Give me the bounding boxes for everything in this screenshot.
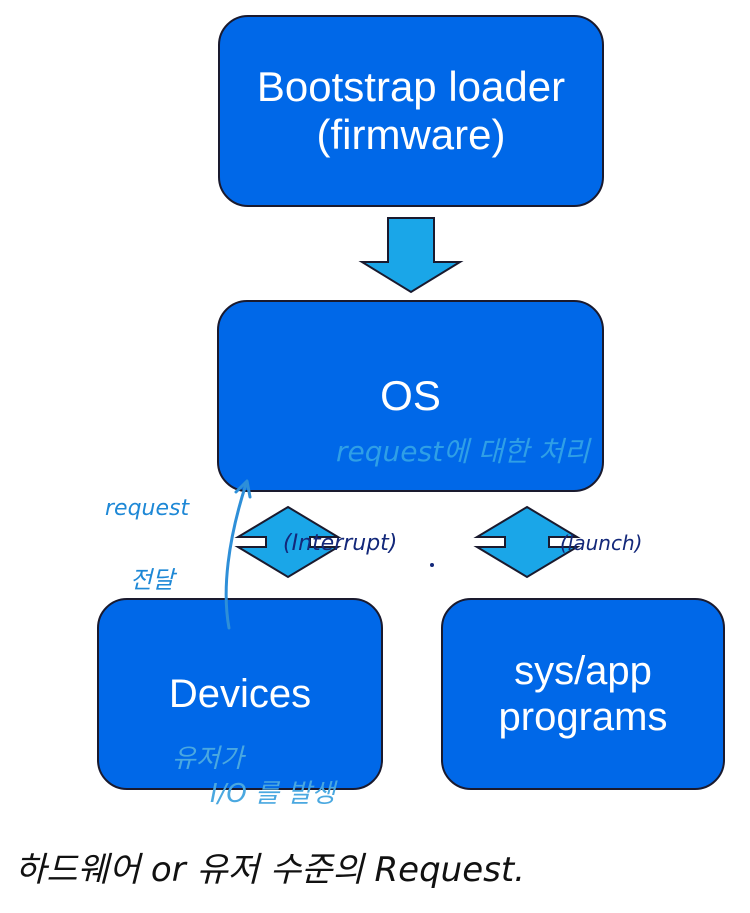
sys-app-programs-box: sys/app programs [441,598,725,790]
annotation-deliver: 전달 [130,566,175,594]
annotation-bottom-caption: 하드웨어 or 유저 수준의 Request. [15,850,525,890]
annotation-user-line1: 유저가 [172,744,244,774]
sys-app-programs-label: sys/app programs [498,649,668,739]
bootstrap-loader-label: Bootstrap loader (firmware) [256,62,566,158]
devices-box: Devices [97,598,383,790]
annotation-user-line2: I/O 를 발생 [210,779,336,809]
os-box: OS [217,300,604,492]
annotation-os-request-handling: request에 대한 처리 [336,435,590,468]
os-label: OS [380,371,441,419]
devices-label: Devices [168,672,312,716]
bootstrap-loader-box: Bootstrap loader (firmware) [218,15,604,207]
arrow-down-bootstrap-to-os [358,217,464,294]
annotation-launch: (launch) [560,531,643,555]
handdrawn-dot [430,563,434,567]
annotation-interrupt: (Interrupt) [283,531,398,556]
annotation-request: request [105,496,190,521]
